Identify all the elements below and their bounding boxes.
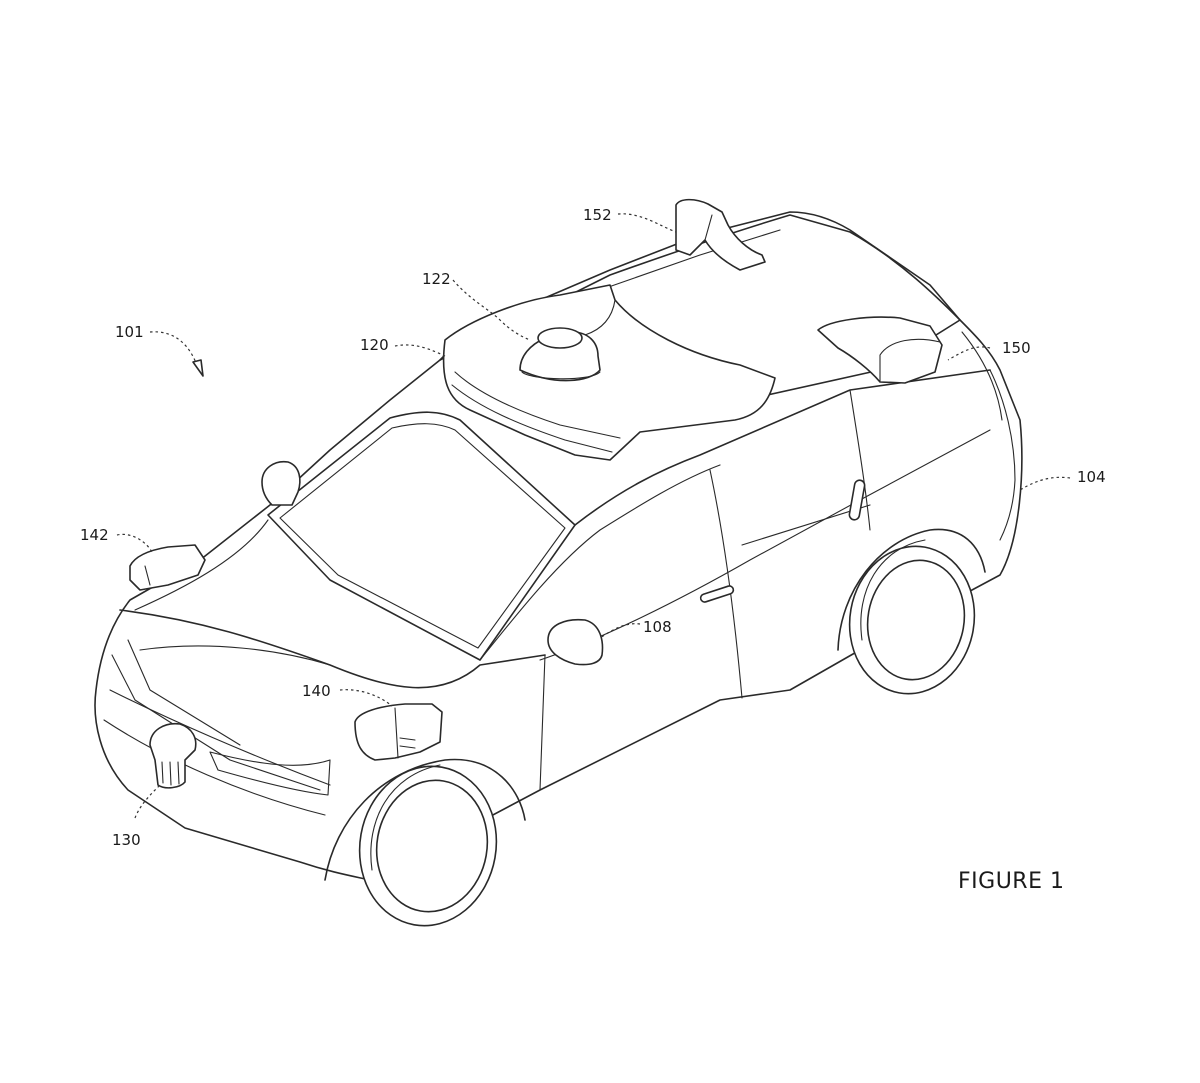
rear-top-sensor [675,198,766,271]
vehicle-arrow-icon [192,359,204,377]
front-bumper-sensor [149,722,197,789]
front-wheel [324,758,526,927]
label-door-mirror: 108 [643,618,672,636]
label-vehicle: 101 [115,323,144,341]
right-front-sensor [354,703,443,761]
rear-corner [961,331,1016,541]
label-rear: 104 [1077,468,1106,486]
side-mirror [547,618,604,666]
label-roof-dome: 122 [422,270,451,288]
rear-wheel [837,528,986,695]
label-front-sensor: 130 [112,831,141,849]
glass-area [267,369,991,791]
left-mirror [261,460,301,506]
leader-lines [116,213,1071,819]
roof [439,214,961,441]
rear-right-sensor [817,316,943,384]
left-front-sensor [129,544,206,591]
roof-dome-sensor [519,327,601,382]
roof-sensor-housing [442,284,776,461]
label-rear-top-sensor: 152 [583,206,612,224]
reference-labels: 101 152 122 120 150 104 142 108 140 130 [80,206,1106,849]
label-right-front-sensor: 140 [302,682,331,700]
label-left-front-sensor: 142 [80,526,109,544]
figure-caption: FIGURE 1 [958,869,1064,894]
label-rear-right-sensor: 150 [1002,339,1031,357]
label-roof-housing: 120 [360,336,389,354]
